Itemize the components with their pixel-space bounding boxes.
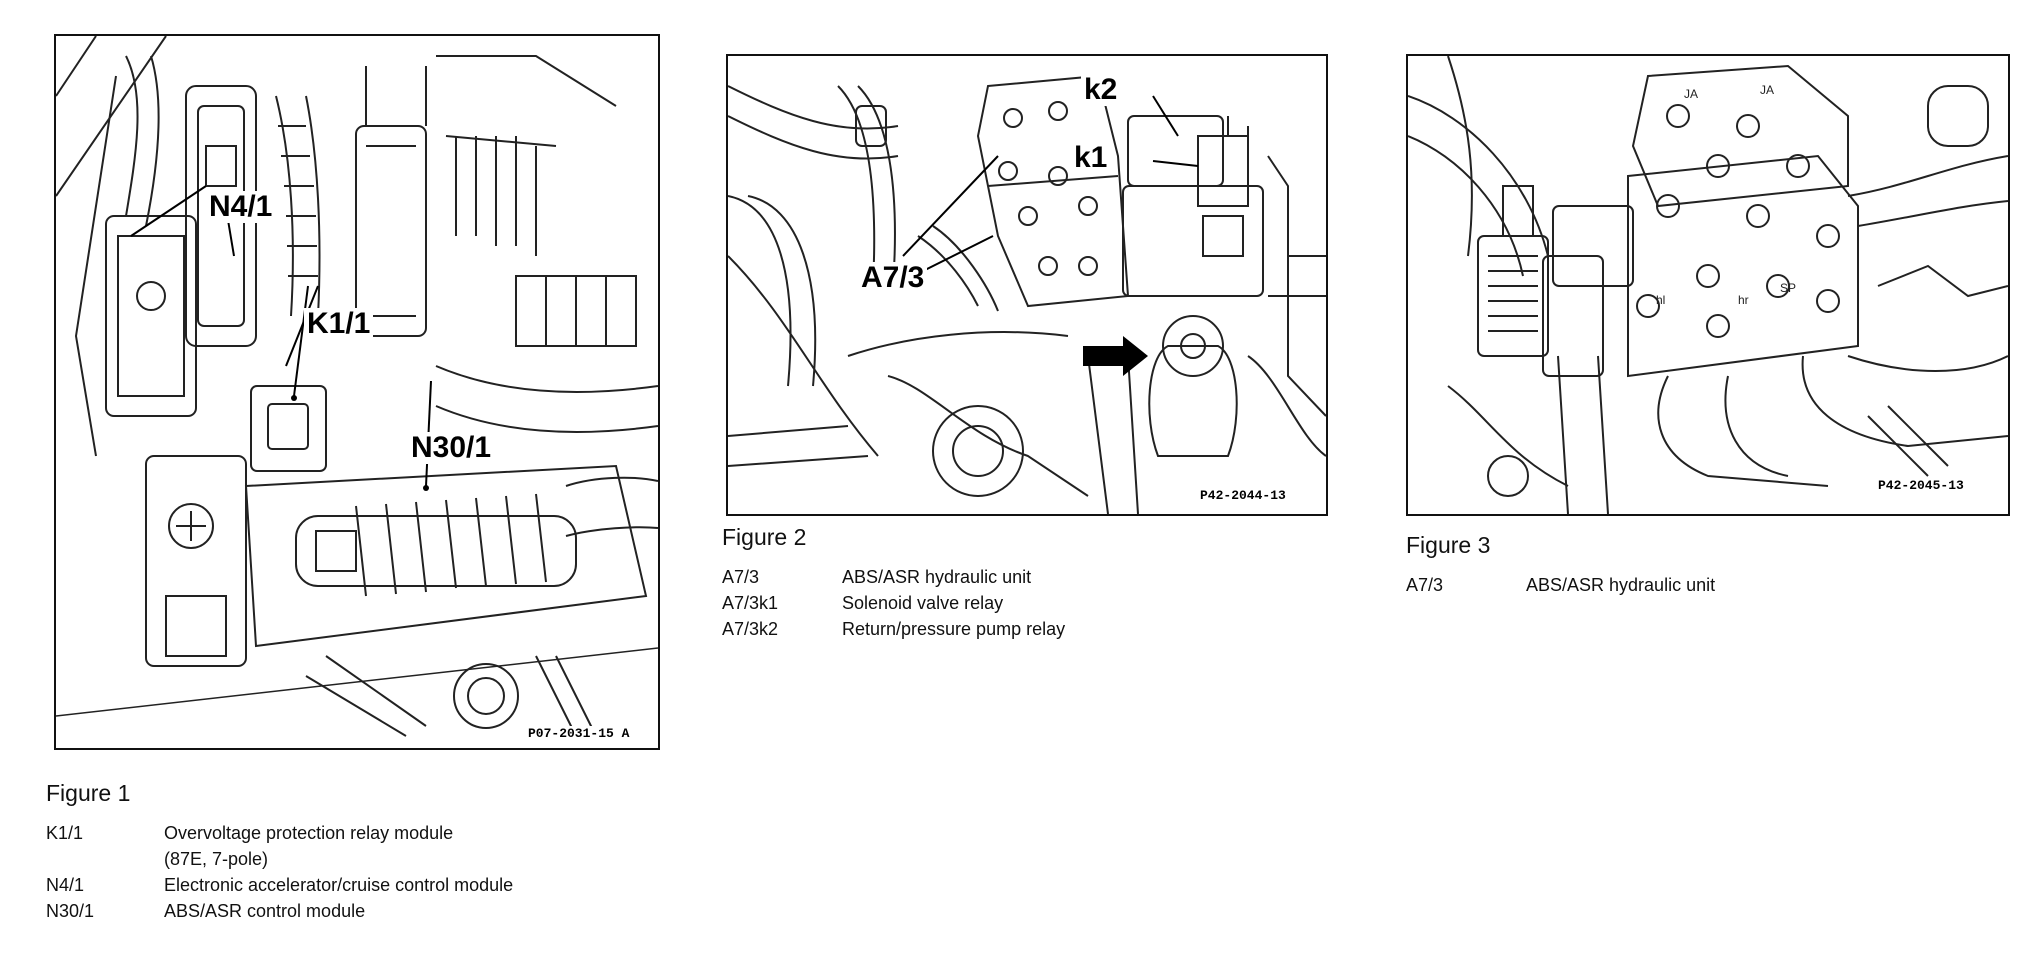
- svg-text:JA: JA: [1760, 83, 1774, 97]
- legend-desc: Return/pressure pump relay: [842, 619, 1066, 639]
- legend-row: K1/1 Overvoltage protection relay module: [46, 820, 513, 846]
- legend-code: N4/1: [46, 875, 85, 895]
- figure-1-line-art: [56, 36, 658, 737]
- legend-code: A7/3k1: [722, 593, 779, 613]
- callout-n4-1: N4/1: [206, 191, 276, 223]
- legend-code: A7/3: [722, 567, 760, 587]
- figure-3-drawing: hl hr SP JA JA P42-2045-13: [1406, 54, 2010, 516]
- figure-2-part-number: P42-2044-13: [1198, 488, 1288, 503]
- figure-2-title: Figure 2: [722, 524, 807, 550]
- callout-k1: k1: [1071, 142, 1111, 174]
- pointer-arrow-shape: [1083, 336, 1148, 376]
- legend-row-continuation: (87E, 7-pole): [46, 846, 513, 872]
- figure-1-title: Figure 1: [46, 780, 131, 806]
- legend-row: A7/3 ABS/ASR hydraulic unit: [722, 564, 1065, 590]
- legend-row: N30/1 ABS/ASR control module: [46, 898, 513, 924]
- figure-3-line-art: hl hr SP JA JA: [1408, 56, 2008, 514]
- legend-row: A7/3k2 Return/pressure pump relay: [722, 616, 1065, 642]
- svg-text:JA: JA: [1684, 87, 1698, 101]
- legend-row: A7/3k1 Solenoid valve relay: [722, 590, 1065, 616]
- legend-desc: ABS/ASR hydraulic unit: [1526, 575, 1716, 595]
- legend-desc: Solenoid valve relay: [842, 593, 1004, 613]
- legend-code: A7/3k2: [722, 619, 779, 639]
- figure-2-line-art: [728, 74, 1326, 514]
- figure-3-title: Figure 3: [1406, 532, 1491, 558]
- figure-2-legend: A7/3 ABS/ASR hydraulic unit A7/3k1 Solen…: [722, 564, 1065, 642]
- figure-2-drawing: k2 k1 A7/3 P42-2044-13: [726, 54, 1328, 516]
- callout-k1-1: K1/1: [304, 308, 374, 340]
- legend-code: K1/1: [46, 823, 84, 843]
- legend-desc: (87E, 7-pole): [164, 849, 269, 869]
- callout-a7-3: A7/3: [858, 262, 928, 294]
- legend-row: N4/1 Electronic accelerator/cruise contr…: [46, 872, 513, 898]
- svg-text:hr: hr: [1738, 293, 1749, 307]
- svg-text:SP: SP: [1780, 281, 1796, 295]
- figure-3-legend: A7/3 ABS/ASR hydraulic unit: [1406, 572, 1715, 598]
- callout-k2: k2: [1081, 74, 1121, 106]
- legend-code: A7/3: [1406, 575, 1444, 595]
- legend-desc: ABS/ASR hydraulic unit: [842, 567, 1032, 587]
- svg-text:hl: hl: [1656, 293, 1665, 307]
- legend-desc: Electronic accelerator/cruise control mo…: [164, 875, 514, 895]
- legend-desc: ABS/ASR control module: [164, 901, 366, 921]
- callout-n30-1: N30/1: [408, 432, 495, 464]
- legend-desc: Overvoltage protection relay module: [164, 823, 454, 843]
- legend-code: N30/1: [46, 901, 95, 921]
- figure-3-part-number: P42-2045-13: [1876, 478, 1966, 493]
- legend-row: A7/3 ABS/ASR hydraulic unit: [1406, 572, 1715, 598]
- figure-1-drawing: N4/1 K1/1 N30/1 P07-2031-15 A: [54, 34, 660, 750]
- figure-1-part-number: P07-2031-15 A: [526, 726, 632, 741]
- figure-1-legend: K1/1 Overvoltage protection relay module…: [46, 820, 513, 924]
